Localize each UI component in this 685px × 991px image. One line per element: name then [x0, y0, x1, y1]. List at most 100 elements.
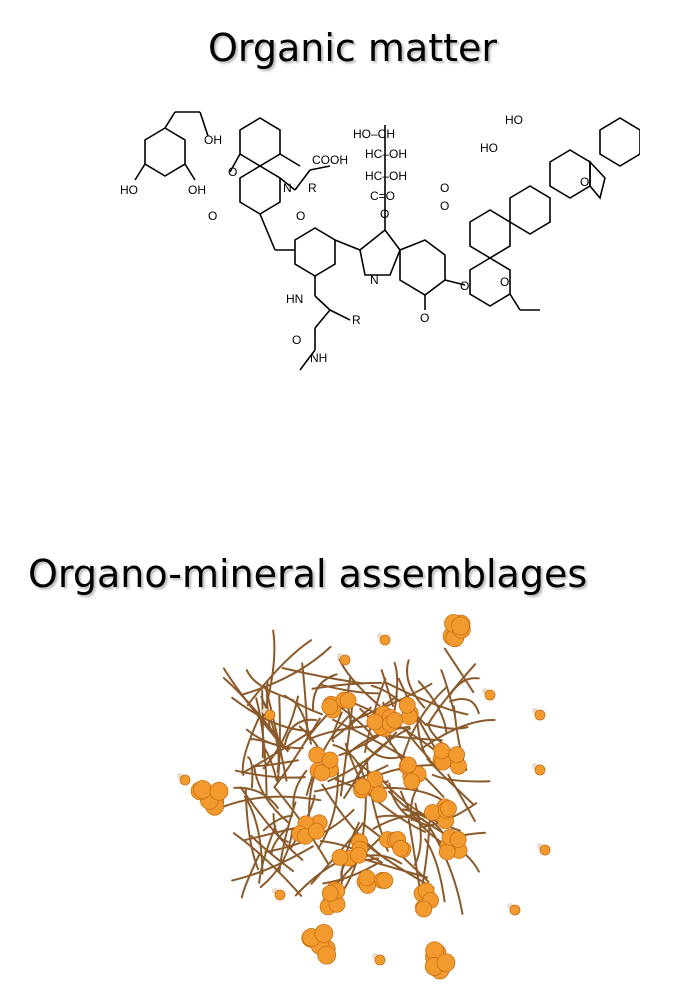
label-o8: O	[440, 181, 449, 195]
organic-fiber	[246, 639, 313, 707]
label-sugar4: C=O	[370, 189, 395, 203]
organic-fiber	[447, 773, 476, 823]
organic-fiber	[312, 673, 338, 711]
label-hn: HN	[286, 292, 303, 306]
mineral-particle	[449, 831, 467, 848]
label-n: N	[283, 181, 292, 195]
organic-fiber	[363, 841, 435, 889]
organic-fiber	[247, 756, 254, 789]
organic-fiber	[245, 669, 291, 700]
mineral-particle	[264, 709, 276, 721]
label-oh-left: OH	[188, 183, 206, 197]
label-ho-left: HO	[120, 183, 138, 197]
mineral-particle	[321, 751, 339, 769]
label-n2: N	[370, 273, 379, 287]
mineral-particle	[350, 846, 367, 864]
organic-fiber	[426, 758, 474, 805]
organic-fiber	[262, 814, 294, 832]
label-sugar2: HC–OH	[365, 147, 407, 161]
mineral-particle	[484, 689, 496, 701]
organic-fiber	[424, 838, 446, 903]
organic-fiber	[397, 677, 437, 750]
label-r1: R	[308, 181, 317, 195]
organic-fiber	[281, 667, 364, 685]
mineral-particle	[399, 756, 417, 774]
mineral-particle	[386, 711, 404, 729]
organic-matter-title: Organic matter	[208, 26, 497, 70]
organic-fiber	[278, 801, 297, 873]
organo-mineral-assemblage-illustration	[177, 614, 551, 980]
organic-fiber	[301, 662, 309, 741]
mineral-particle	[339, 654, 351, 666]
mineral-particle	[534, 709, 546, 721]
mineral-particle	[314, 923, 334, 943]
label-sugar1: HO–CH	[353, 127, 395, 141]
organic-fiber	[265, 688, 288, 782]
mineral-particle	[274, 889, 286, 901]
assemblage-title: Organo-mineral assemblages	[28, 552, 588, 596]
label-ho-r1: HO	[505, 113, 523, 127]
label-o6: O	[420, 311, 429, 325]
organic-fiber	[276, 695, 281, 781]
mineral-particle	[374, 954, 386, 966]
organic-fiber	[344, 725, 411, 758]
organic-fiber	[232, 832, 303, 897]
organic-fiber	[448, 677, 480, 698]
organic-matter-structure: OH HO OH COOH N R O O O HN R O NH HO–CH …	[120, 111, 640, 371]
organic-fiber	[266, 679, 271, 730]
organic-fiber	[222, 676, 289, 753]
mineral-particle	[379, 634, 391, 646]
organic-fiber	[440, 669, 456, 715]
mineral-particle	[433, 742, 451, 760]
label-r2: R	[352, 313, 361, 327]
organic-fiber	[261, 689, 264, 759]
organic-fiber	[234, 769, 306, 779]
label-cooh: COOH	[312, 153, 348, 167]
label-sugar3: HC–OH	[365, 169, 407, 183]
mineral-particle	[308, 822, 325, 840]
organic-fiber	[273, 717, 321, 788]
organic-fiber	[272, 812, 289, 843]
organic-fiber	[245, 728, 304, 750]
organic-fiber	[310, 822, 365, 885]
organic-fiber	[327, 731, 398, 783]
label-o7: O	[460, 279, 469, 293]
label-nh: NH	[310, 351, 327, 365]
organic-fiber	[290, 794, 316, 850]
label-o1: O	[228, 165, 237, 179]
mineral-particle	[451, 616, 470, 636]
organic-fiber	[250, 834, 295, 873]
mineral-particle	[354, 778, 372, 796]
organic-fiber	[313, 764, 389, 793]
mineral-particle	[313, 764, 331, 782]
organic-fiber	[292, 769, 308, 808]
mineral-particle	[403, 773, 421, 790]
organic-fiber	[241, 645, 332, 696]
organic-fiber	[332, 744, 366, 781]
organic-fiber	[284, 718, 318, 746]
mineral-particle	[415, 900, 433, 918]
organic-fiber	[426, 823, 464, 915]
label-o2: O	[208, 209, 217, 223]
organic-fiber	[449, 698, 480, 715]
mineral-particle	[339, 692, 357, 709]
mineral-particle	[539, 844, 551, 856]
mineral-particle	[366, 770, 384, 788]
mineral-particle	[193, 780, 212, 799]
mineral-particle	[321, 884, 339, 902]
label-ho-r2: HO	[480, 141, 498, 155]
mineral-particle	[321, 698, 339, 716]
organic-fiber	[240, 852, 261, 899]
mineral-particle	[436, 953, 456, 973]
mineral-particle	[398, 696, 416, 714]
mineral-particle	[438, 843, 456, 861]
label-o9: O	[440, 199, 449, 213]
label-oh-top: OH	[204, 133, 222, 147]
mineral-particle	[509, 904, 521, 916]
label-o11: O	[500, 275, 509, 289]
label-o4: O	[292, 333, 301, 347]
label-o3: O	[296, 209, 305, 223]
organic-fiber	[305, 713, 352, 796]
mineral-particle	[440, 800, 457, 818]
label-o5: O	[380, 207, 389, 221]
